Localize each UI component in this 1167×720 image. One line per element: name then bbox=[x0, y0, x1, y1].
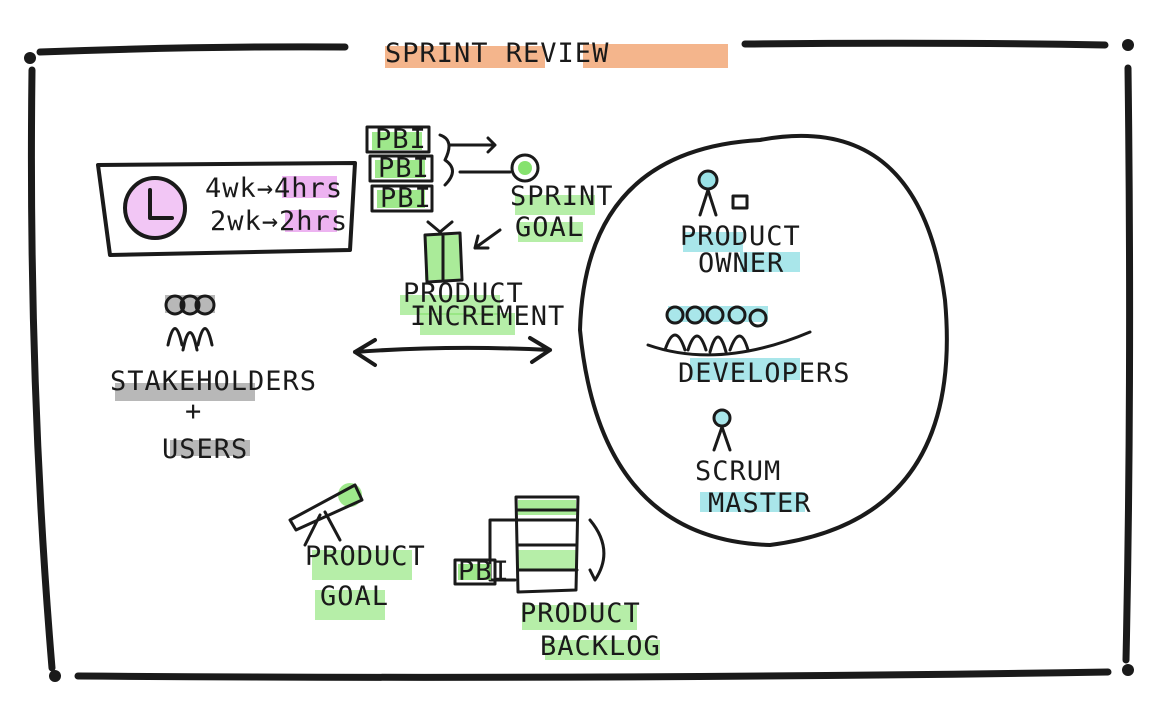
label-text: → bbox=[262, 206, 279, 237]
label-text: PBI bbox=[375, 124, 427, 155]
label-text: USERS bbox=[162, 434, 248, 465]
label-text: GOAL bbox=[320, 581, 389, 612]
label-text: DEVELOPERS bbox=[678, 358, 851, 389]
label-text: PRODUCT bbox=[680, 221, 801, 252]
label-text: PRODUCT bbox=[520, 598, 641, 629]
label-text: GOAL bbox=[515, 212, 584, 243]
label-text: PBI bbox=[380, 183, 432, 214]
label-text: → bbox=[257, 173, 274, 204]
product-backlog: PBI PRODUCT BACKLOG bbox=[453, 495, 661, 662]
developers: DEVELOPERS bbox=[646, 305, 851, 389]
label-text: INCREMENT bbox=[410, 301, 565, 332]
label-text: OWNER bbox=[698, 248, 784, 279]
svg-text:2wk→2hrs: 2wk→2hrs bbox=[210, 206, 348, 237]
double-arrow bbox=[353, 336, 552, 367]
label-text: 2hrs bbox=[279, 206, 348, 237]
label-text: PBI bbox=[378, 153, 430, 184]
clock-icon bbox=[123, 176, 187, 240]
scrum-team-oval bbox=[578, 134, 949, 547]
frame bbox=[24, 39, 1134, 682]
target-icon bbox=[510, 153, 540, 183]
product-goal: PRODUCT GOAL bbox=[288, 483, 426, 620]
pbi-stack: PBI PBI PBI bbox=[365, 124, 512, 214]
page-title: SPRINT REVIEW bbox=[385, 38, 609, 69]
label-text: PRODUCT bbox=[305, 541, 426, 572]
label-text: 4wk bbox=[205, 173, 257, 204]
label-text: SPRINT bbox=[510, 181, 614, 212]
label-text: SCRUM bbox=[695, 456, 781, 487]
label-text: PRODUCT bbox=[403, 278, 524, 309]
label-text: STAKEHOLDERS bbox=[110, 366, 317, 397]
label-text: BACKLOG bbox=[540, 631, 661, 662]
label-text: + bbox=[185, 396, 202, 427]
gift-icon bbox=[423, 220, 464, 284]
stakeholders: STAKEHOLDERS + USERS bbox=[110, 294, 317, 465]
timebox-box: 4wk→4hrs 2wk→2hrs bbox=[96, 161, 357, 257]
product-owner: PRODUCT OWNER bbox=[680, 169, 801, 279]
scrum-master: SCRUM MASTER bbox=[695, 408, 812, 519]
label-text: 2wk bbox=[210, 206, 262, 237]
label-text: MASTER bbox=[708, 488, 812, 519]
product-increment: PRODUCT INCREMENT bbox=[400, 220, 565, 335]
telescope-icon bbox=[288, 483, 364, 547]
label-text: PBI bbox=[458, 556, 510, 587]
svg-text:4wk→4hrs: 4wk→4hrs bbox=[205, 173, 343, 204]
sprint-goal: SPRINT GOAL bbox=[473, 153, 614, 250]
label-text: 4hrs bbox=[274, 173, 343, 204]
